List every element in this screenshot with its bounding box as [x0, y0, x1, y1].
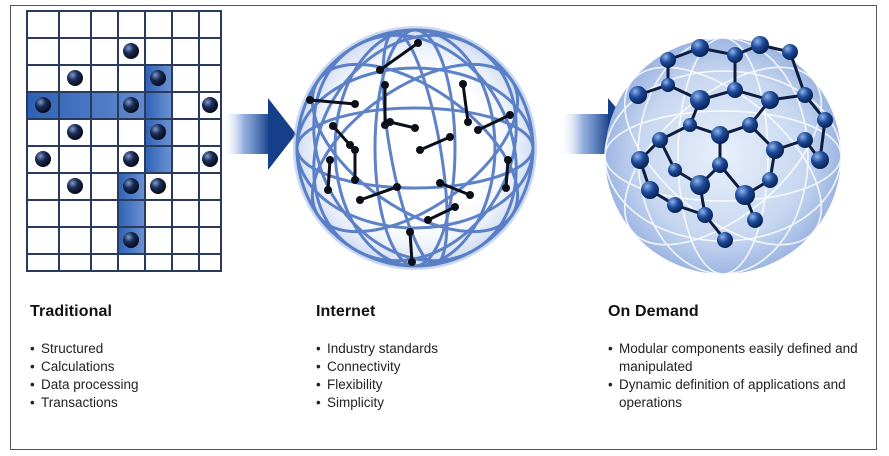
- list-item: Data processing: [30, 376, 290, 394]
- column-internet: Internet Industry standards Connectivity…: [316, 303, 576, 412]
- list-item: Dynamic definition of applications and o…: [608, 376, 878, 412]
- evolution-graphic: [26, 10, 842, 275]
- grid-lines: [26, 10, 222, 272]
- bullet-list: Industry standards Connectivity Flexibil…: [316, 340, 576, 412]
- list-item: Flexibility: [316, 376, 576, 394]
- bullet-list: Modular components easily defined and ma…: [608, 340, 878, 412]
- traditional-grid: [26, 10, 222, 272]
- column-title: Traditional: [30, 303, 112, 320]
- column-traditional: Traditional Structured Calculations Data…: [30, 303, 290, 412]
- grid-highlight-cells: [27, 65, 172, 254]
- column-title: On Demand: [608, 303, 699, 320]
- arrow-1: [222, 98, 296, 170]
- globe-nodes: [306, 39, 514, 266]
- list-item: Structured: [30, 340, 290, 358]
- column-title: Internet: [316, 303, 376, 320]
- list-item: Industry standards: [316, 340, 576, 358]
- list-item: Connectivity: [316, 358, 576, 376]
- list-item: Transactions: [30, 394, 290, 412]
- bullet-list: Structured Calculations Data processing …: [30, 340, 290, 412]
- list-item: Simplicity: [316, 394, 576, 412]
- column-on-demand: On Demand Modular components easily defi…: [608, 303, 878, 412]
- list-item: Calculations: [30, 358, 290, 376]
- grid-dots: [35, 43, 218, 248]
- ondemand-sphere: [604, 36, 842, 275]
- molecule-atoms: [629, 36, 833, 248]
- list-item: Modular components easily defined and ma…: [608, 340, 878, 376]
- internet-globe: [293, 26, 537, 270]
- globe-connectors: [309, 41, 511, 263]
